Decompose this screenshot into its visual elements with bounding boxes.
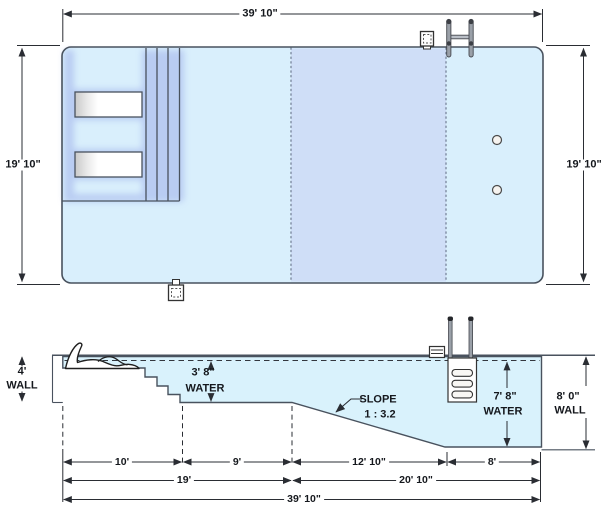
plan-slope-band <box>291 48 446 282</box>
dim-seg-8ft: 8' <box>484 457 500 468</box>
dim-plan-width-label: 39' 10" <box>239 8 281 20</box>
dim-plan-right-label: 19' 10" <box>563 159 605 171</box>
section-lounger <box>64 342 140 370</box>
plan-bench-2 <box>74 151 143 178</box>
plan-ladder <box>446 18 474 58</box>
left-wall-value: 4' <box>14 366 30 378</box>
shallow-depth-value: 3' 8" <box>191 366 215 379</box>
right-wall-label: WALL <box>551 405 589 417</box>
section-extension-lines <box>62 406 541 502</box>
right-wall-value: 8' 0" <box>553 391 583 403</box>
left-wall-label: WALL <box>3 380 41 392</box>
dim-seg-10ft: 10' <box>111 457 133 468</box>
plan-skimmer-top <box>419 30 435 50</box>
dim-total-bottom: 39' 10" <box>284 494 324 505</box>
shallow-depth-label: WATER <box>185 382 225 395</box>
dim-seg-9ft: 9' <box>229 457 245 468</box>
plan-skimmer-bottom <box>167 279 185 302</box>
dim-seg-19ft: 19' <box>173 475 195 486</box>
dim-seg-12ft10: 12' 10" <box>349 457 389 468</box>
section-ladder <box>447 316 478 403</box>
deep-depth-label: WATER <box>483 405 523 418</box>
section-skimmer <box>428 345 446 359</box>
deep-depth-value: 7' 8" <box>493 390 517 403</box>
section-structure-lines <box>51 354 595 451</box>
slope-leader-line <box>335 398 362 413</box>
plan-view <box>17 9 590 302</box>
plan-dim-width <box>62 9 543 42</box>
slope-ratio: 1 : 3.2 <box>364 408 396 421</box>
section-water-profile <box>62 355 543 448</box>
plan-steps <box>62 48 181 202</box>
plan-jet-1 <box>491 134 503 146</box>
section-vertical-dims <box>18 356 590 450</box>
slope-label: SLOPE <box>359 393 397 406</box>
plan-bench-1 <box>74 91 143 118</box>
dim-plan-left-label: 19' 10" <box>2 159 44 171</box>
dim-seg-20ft10: 20' 10" <box>396 475 436 486</box>
plan-pool-outline <box>61 46 544 284</box>
plan-jet-2 <box>491 184 503 196</box>
